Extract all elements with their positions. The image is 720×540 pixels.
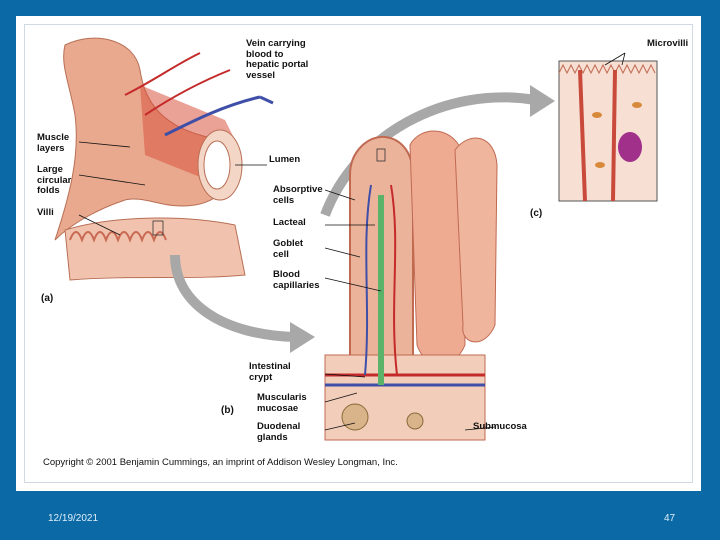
figure-frame: Vein carrying blood to hepatic portal ve…	[24, 24, 693, 483]
label-muscle-layers: Muscle layers	[37, 132, 70, 154]
figure-panel: Vein carrying blood to hepatic portal ve…	[16, 16, 701, 491]
villus-illustration	[324, 130, 498, 441]
label-intestinal-crypt: Intestinal crypt	[249, 361, 291, 383]
arrow-to-b	[170, 254, 296, 342]
label-microvilli: Microvilli	[647, 38, 689, 49]
label-circular-folds: Large circular folds	[37, 164, 72, 196]
label-duodenal-glands: Duodenal glands	[257, 421, 301, 443]
panel-label-b: (b)	[221, 405, 234, 416]
arrow-head-b	[290, 322, 315, 353]
blood-vessels-a	[124, 52, 274, 137]
panel-label-c: (c)	[530, 208, 543, 219]
intestine-diagram	[54, 37, 658, 441]
label-absorptive-cells: Absorptive cells	[273, 184, 323, 206]
label-goblet-cell: Goblet cell	[273, 238, 304, 260]
intestine-section-illustration	[54, 37, 246, 281]
label-vein: Vein carrying blood to hepatic portal ve…	[246, 38, 309, 81]
panel-label-a: (a)	[41, 293, 54, 304]
leader-lines	[78, 52, 626, 431]
label-lumen: Lumen	[269, 154, 301, 165]
slide-number: 47	[664, 513, 676, 524]
arrow-head-c	[530, 85, 555, 117]
slide-date: 12/19/2021	[48, 513, 99, 524]
label-lacteal: Lacteal	[273, 217, 306, 228]
label-villi: Villi	[37, 207, 54, 218]
label-muscularis-mucosae: Muscularis mucosae	[257, 392, 307, 414]
copyright-text: Copyright © 2001 Benjamin Cummings, an i…	[43, 457, 398, 468]
microvilli-detail-illustration	[558, 60, 658, 202]
arrow-to-c	[320, 92, 536, 217]
label-blood-capillaries: Blood capillaries	[273, 269, 320, 291]
label-submucosa: Submucosa	[473, 421, 527, 432]
